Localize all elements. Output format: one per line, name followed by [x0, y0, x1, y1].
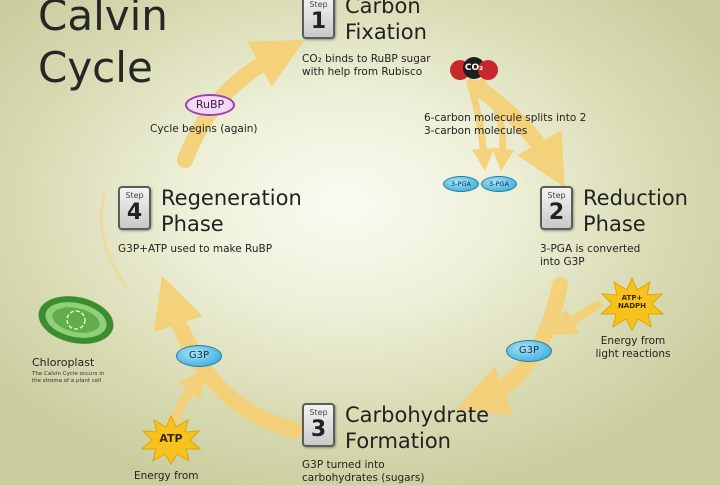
arrow-split-right: [478, 78, 515, 172]
g3p-molecule-right: G3P: [506, 340, 552, 362]
step-2-description: 3-PGA is converted into G3P: [540, 243, 641, 268]
atp-label: ATP: [159, 432, 183, 445]
step-2-title: Reduction Phase: [583, 186, 688, 236]
chloroplast-icon: [38, 296, 114, 344]
step-4-number: 4: [126, 200, 143, 225]
chloroplast-caption: The Calvin Cycle occurs in the stroma of…: [32, 371, 105, 384]
step-3-number: 3: [310, 417, 327, 442]
step-1-title: Carbon Fixation: [345, 0, 427, 44]
atp-caption: Energy from: [134, 470, 199, 482]
title-line-2: Cycle: [38, 43, 153, 92]
step-1-description: CO₂ binds to RuBP sugar with help from R…: [302, 53, 431, 78]
chloroplast-label: Chloroplast: [32, 356, 95, 369]
step-1-number: 1: [310, 9, 327, 34]
atp-starburst-icon: [140, 414, 202, 465]
step-3-description: G3P turned into carbohydrates (sugars): [302, 459, 425, 484]
arrow-atp-in: [170, 368, 208, 425]
outer-arc-left: [99, 193, 127, 287]
atp-nadph-caption: Energy from light reactions: [595, 335, 671, 360]
atp-nadph-starburst-icon: [599, 276, 665, 332]
arrow-carbohydrate-to-regeneration: [153, 275, 303, 438]
atp-nadph-label: ATP+ NADPH: [617, 294, 647, 310]
arrow-atp-nadph-in: [547, 300, 603, 335]
pga-molecule-2: 3-PGA: [481, 176, 517, 192]
g3p-molecule-left: G3P: [176, 345, 222, 367]
arrow-split-left: [466, 78, 495, 172]
title-line-1: Calvin: [38, 0, 168, 40]
pga-molecule-1: 3-PGA: [443, 176, 479, 192]
step-4-description: G3P+ATP used to make RuBP: [118, 243, 273, 255]
diagram-title: Calvin Cycle: [38, 0, 168, 94]
step-1-badge: Step 1: [302, 0, 335, 39]
rubp-caption: Cycle begins (again): [150, 123, 258, 135]
step-3-title: Carbohydrate Formation: [345, 403, 490, 453]
step-2-badge: Step 2: [540, 186, 573, 230]
step-4-title: Regeneration Phase: [161, 186, 302, 236]
rubp-molecule: RuBP: [185, 94, 235, 116]
step-4-badge: Step 4: [118, 186, 151, 230]
split-description: 6-carbon molecule splits into 2 3-carbon…: [424, 112, 587, 137]
co2-label: CO₂: [464, 63, 484, 73]
co2-molecule: CO₂: [450, 56, 498, 82]
step-3-badge: Step 3: [302, 403, 335, 447]
step-2-number: 2: [548, 200, 565, 225]
